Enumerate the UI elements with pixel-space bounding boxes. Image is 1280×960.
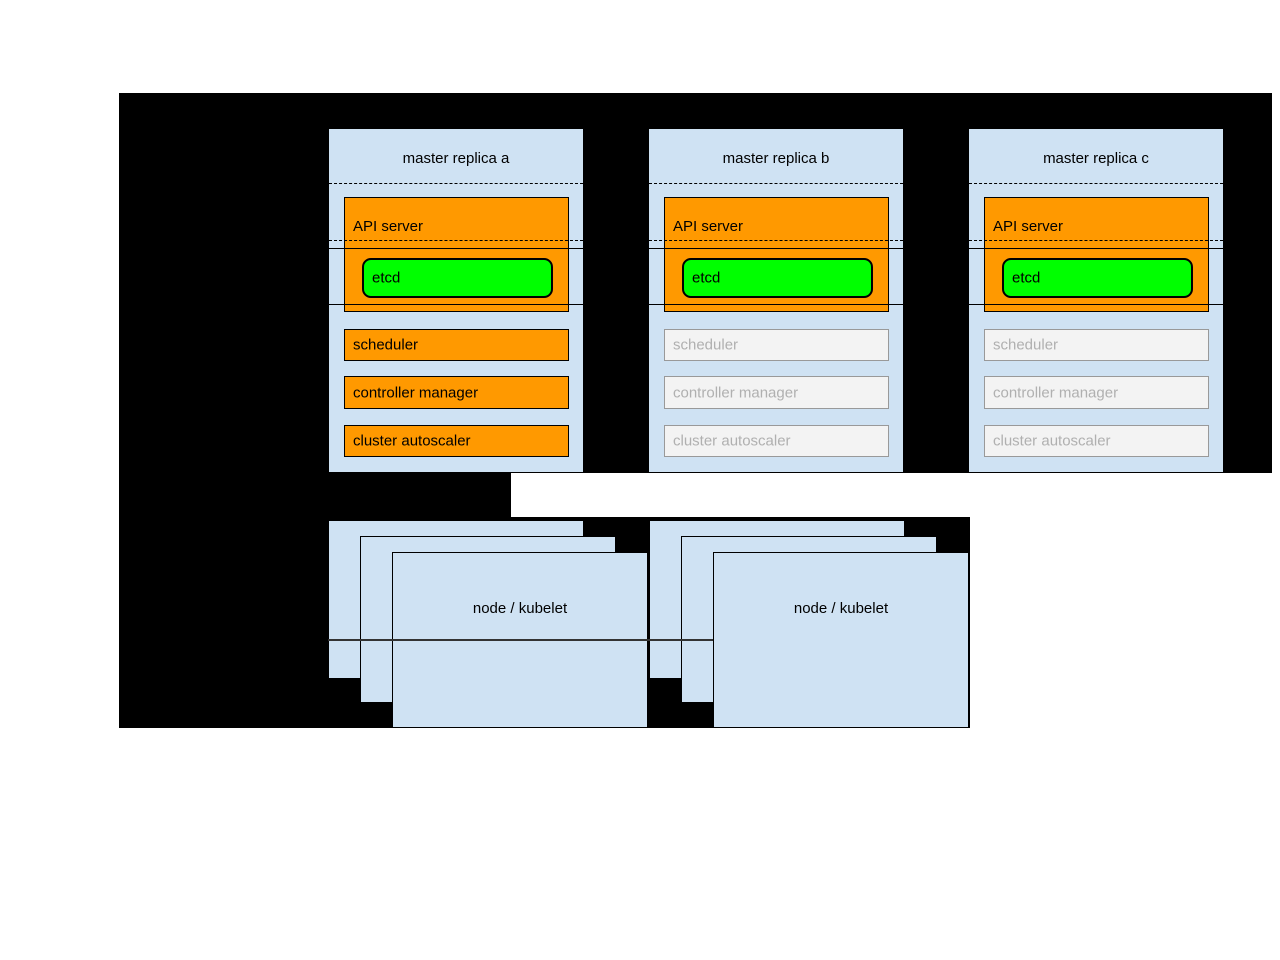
cluster-autoscaler-box-standby: cluster autoscaler [664, 425, 889, 457]
etcd-label: etcd [372, 269, 401, 287]
node-kubelet-label: node / kubelet [793, 600, 889, 617]
etcd-tier-line-top [969, 248, 1223, 249]
tier-dashed-line-top [649, 183, 903, 184]
node-kubelet-label: node / kubelet [472, 600, 568, 617]
scheduler-box: scheduler [344, 329, 569, 361]
node-connector-line [328, 639, 713, 641]
api-server-label: API server [673, 218, 744, 235]
etcd-tier-line-top [329, 248, 583, 249]
master-replica-a-panel: master replica a API server etcd schedul… [328, 128, 584, 473]
scheduler-label: scheduler [353, 336, 419, 354]
controller-manager-box-standby: controller manager [664, 376, 889, 409]
controller-manager-box: controller manager [344, 376, 569, 409]
etcd-label: etcd [1012, 269, 1041, 287]
controller-manager-label: controller manager [993, 384, 1119, 401]
scheduler-box-standby: scheduler [664, 329, 889, 361]
cluster-autoscaler-label: cluster autoscaler [673, 432, 791, 450]
cluster-autoscaler-label: cluster autoscaler [353, 432, 471, 450]
scheduler-label: scheduler [673, 336, 739, 354]
master-replica-c-title: master replica c [1043, 150, 1149, 167]
tier-dashed-line-mid [329, 240, 583, 241]
tier-dashed-line-mid [969, 240, 1223, 241]
master-replica-b-title: master replica b [722, 150, 830, 167]
tier-dashed-line-top [329, 183, 583, 184]
etcd-box: etcd [682, 258, 873, 298]
black-background-left-band [119, 473, 511, 518]
node-stack2-front-box: node / kubelet [713, 552, 969, 728]
scheduler-box-standby: scheduler [984, 329, 1209, 361]
etcd-tier-line-top [649, 248, 903, 249]
cluster-autoscaler-label: cluster autoscaler [993, 432, 1111, 450]
etcd-box: etcd [1002, 258, 1193, 298]
tier-dashed-line-mid [649, 240, 903, 241]
api-server-label: API server [993, 218, 1064, 235]
etcd-tier-line-bottom [969, 304, 1223, 305]
etcd-box: etcd [362, 258, 553, 298]
etcd-label: etcd [692, 269, 721, 287]
master-replica-b-panel: master replica b API server etcd schedul… [648, 128, 904, 473]
controller-manager-label: controller manager [353, 384, 479, 401]
tier-dashed-line-top [969, 183, 1223, 184]
scheduler-label: scheduler [993, 336, 1059, 354]
etcd-tier-line-bottom [649, 304, 903, 305]
cluster-autoscaler-box-standby: cluster autoscaler [984, 425, 1209, 457]
master-replica-c-panel: master replica c API server etcd schedul… [968, 128, 1224, 473]
api-server-label: API server [353, 218, 424, 235]
cluster-autoscaler-box: cluster autoscaler [344, 425, 569, 457]
controller-manager-box-standby: controller manager [984, 376, 1209, 409]
etcd-tier-line-bottom [329, 304, 583, 305]
controller-manager-label: controller manager [673, 384, 799, 401]
master-replica-a-title: master replica a [402, 150, 510, 167]
